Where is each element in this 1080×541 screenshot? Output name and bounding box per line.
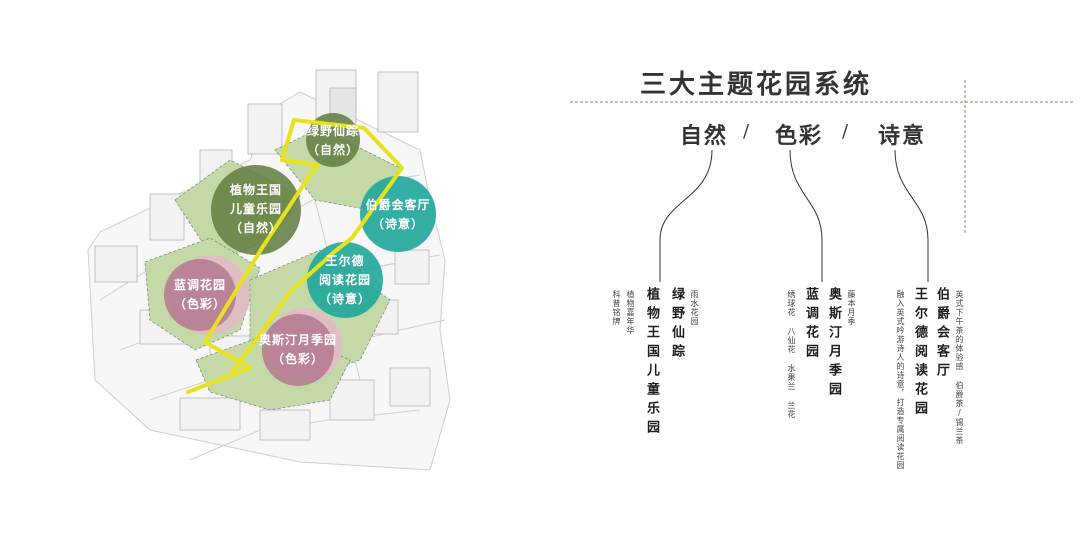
connector-nature	[659, 149, 713, 282]
label-zhiwu: 植物王国 儿童乐园 （自然）	[216, 181, 296, 238]
label-wangerde-line3: （诗意）	[318, 292, 371, 306]
circle-aosiding	[262, 314, 334, 386]
connector-poetry	[894, 149, 929, 282]
poetry-desc-a: 融入英式吟游诗人的诗意，打造专属阅读花园	[896, 290, 905, 470]
separator-2: /	[842, 121, 849, 142]
nature-desc-a: 科普铭牌	[612, 290, 621, 326]
nature-name-a: 植物王国儿童乐园	[644, 287, 659, 439]
theme-color: 色彩	[775, 123, 824, 149]
label-zhiwu-line1: 植物王国	[229, 183, 282, 197]
poetry-name-b: 伯爵会客厅	[934, 287, 949, 382]
color-name-a: 蓝调花园	[803, 287, 818, 363]
label-zhiwu-line2: 儿童乐园	[229, 202, 282, 216]
circle-landiao	[164, 259, 236, 331]
circle-bojue	[360, 176, 436, 252]
label-landiao: 蓝调花园 （色彩）	[160, 276, 240, 314]
nature-desc-c: 雨水花园	[690, 290, 699, 326]
color-desc-a: 绣球花 八仙花 水果兰 兰花	[787, 290, 796, 419]
theme-poetry: 诗意	[878, 123, 927, 149]
walking-route	[186, 118, 404, 394]
label-aosiding-line2: （色彩）	[271, 352, 324, 366]
color-desc-b: 藤本月季	[847, 290, 856, 326]
page-title: 三大主题花园系统	[640, 70, 873, 100]
label-lvye-line2: （自然）	[306, 143, 359, 157]
circle-zhiwu	[211, 165, 301, 255]
nature-desc-b: 植物嘉年华	[626, 290, 635, 335]
separator-1: /	[743, 121, 750, 142]
label-aosiding-line1: 奥斯汀月季园	[258, 333, 337, 347]
label-bojue-line2: （诗意）	[371, 217, 424, 231]
label-landiao-line2: （色彩）	[173, 297, 226, 311]
label-lvye: 绿野仙踪 （自然）	[303, 122, 363, 160]
color-name-b: 奥斯汀月季园	[826, 287, 841, 401]
label-bojue: 伯爵会客厅 （诗意）	[358, 196, 438, 234]
poetry-name-a: 王尔德阅读花园	[912, 287, 927, 420]
label-wangerde: 王尔德 阅读花园 （诗意）	[305, 252, 385, 309]
label-lvye-line1: 绿野仙踪	[306, 124, 359, 138]
theme-nature: 自然	[680, 123, 729, 149]
site-plan-map	[87, 69, 451, 471]
label-aosiding: 奥斯汀月季园 （色彩）	[248, 331, 348, 369]
label-zhiwu-line3: （自然）	[229, 221, 282, 235]
poetry-desc-b: 英式下午茶的体验感 伯爵茶/锡兰茶	[955, 290, 964, 445]
label-landiao-line1: 蓝调花园	[173, 278, 226, 292]
label-bojue-line1: 伯爵会客厅	[365, 198, 431, 212]
label-wangerde-line2: 阅读花园	[318, 273, 371, 287]
connector-color	[789, 149, 823, 282]
nature-name-b: 绿野仙踪	[669, 287, 684, 363]
label-wangerde-line1: 王尔德	[325, 254, 365, 268]
garden-circles	[164, 113, 436, 386]
